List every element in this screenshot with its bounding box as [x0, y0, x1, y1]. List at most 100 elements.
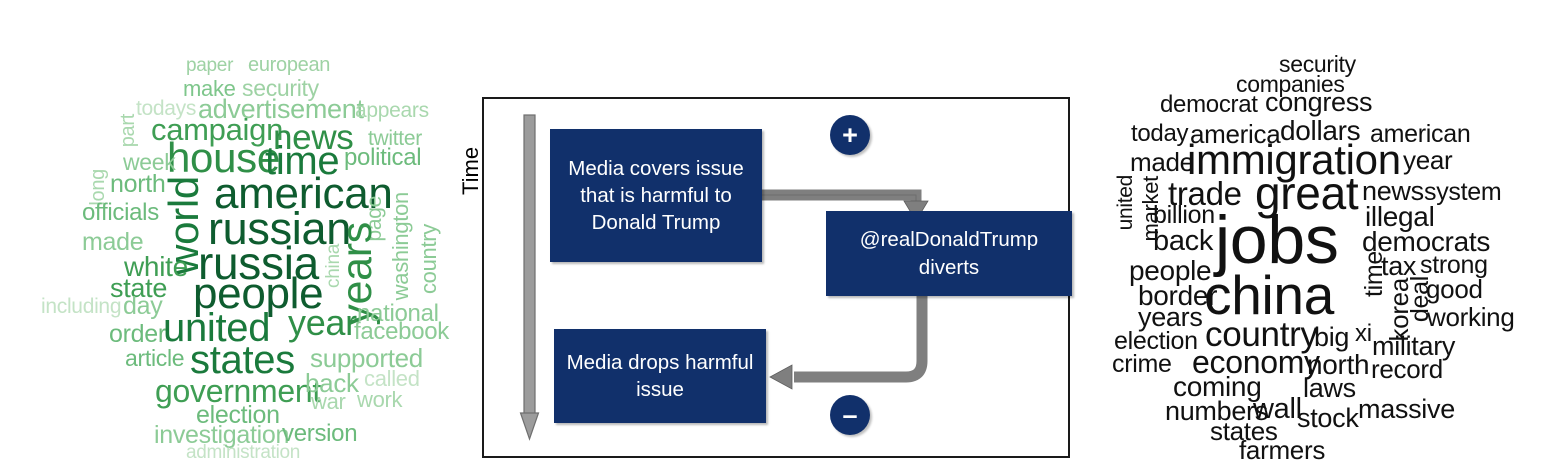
- cloud-word: system: [1424, 178, 1502, 206]
- cloud-word: farmers: [1239, 435, 1326, 465]
- cloud-word: tax: [1381, 251, 1417, 281]
- cloud-word: china: [323, 244, 344, 288]
- cloud-word: russian: [208, 203, 351, 254]
- cloud-word: house: [167, 134, 280, 181]
- cloud-word: years: [1138, 302, 1203, 332]
- cloud-word: congress: [1265, 87, 1373, 117]
- feedback-loop-diagram: Time Media covers issue that is harmful …: [458, 97, 1072, 458]
- cloud-word: numbers: [1165, 396, 1268, 426]
- cloud-word: supported: [310, 343, 423, 373]
- cloud-word: strong: [1420, 251, 1488, 279]
- cloud-word: companies: [1236, 71, 1345, 97]
- cloud-word: today: [1131, 120, 1189, 147]
- node-media-drops-issue[interactable]: Media drops harmful issue: [554, 329, 766, 423]
- cloud-word: trade: [1168, 175, 1242, 212]
- cloud-word: security: [242, 75, 319, 101]
- cloud-word: american: [1370, 120, 1471, 148]
- cloud-word: made: [82, 228, 144, 256]
- cloud-word: called: [364, 366, 420, 391]
- cloud-word: european: [248, 54, 331, 76]
- cloud-word: national: [357, 300, 439, 327]
- cloud-word: election: [1114, 327, 1198, 355]
- cloud-word: news: [273, 118, 354, 157]
- cloud-word: political: [344, 144, 422, 171]
- cloud-word: order: [109, 320, 166, 348]
- cloud-word: day: [123, 292, 163, 320]
- cloud-word: russia: [198, 237, 319, 289]
- connector-positive-arrow: [762, 189, 929, 390]
- cloud-word: year: [288, 302, 357, 343]
- cloud-word: state: [110, 273, 168, 303]
- cloud-word: facebook: [354, 318, 450, 345]
- cloud-word: war: [311, 389, 346, 414]
- cloud-word: democrat: [1160, 91, 1258, 118]
- cloud-word: year: [1403, 145, 1453, 175]
- time-arrow-svg: [519, 114, 540, 441]
- cloud-word: china: [1204, 264, 1334, 326]
- time-axis-arrow: [519, 114, 540, 441]
- cloud-word: working: [1427, 302, 1515, 332]
- cloud-word: america: [1190, 119, 1281, 149]
- cloud-word: campaign: [151, 112, 284, 147]
- cloud-word: united: [163, 306, 271, 350]
- cloud-word: immigration: [1187, 136, 1401, 183]
- cloud-word: economy: [1192, 344, 1320, 380]
- cloud-word: country: [416, 224, 441, 295]
- cloud-word: illegal: [1365, 201, 1435, 232]
- cloud-word: including: [41, 295, 122, 318]
- cloud-word: american: [214, 169, 393, 218]
- cloud-word: dollars: [1280, 115, 1361, 146]
- cloud-word: people: [193, 269, 324, 318]
- cloud-word: north: [110, 170, 166, 198]
- cloud-word: back: [1153, 225, 1214, 257]
- cloud-word: twitter: [368, 127, 422, 150]
- cloud-word: big: [1314, 322, 1350, 352]
- cloud-word: crime: [1112, 350, 1172, 378]
- time-axis-label: Time: [458, 146, 483, 195]
- cloud-word: great: [1255, 167, 1359, 219]
- cloud-word: administration: [186, 442, 301, 463]
- cloud-word: election: [196, 401, 280, 429]
- cloud-word: coming: [1173, 371, 1262, 402]
- cloud-word: article: [125, 345, 185, 371]
- cloud-word: democrats: [1362, 226, 1491, 257]
- cloud-word: states: [190, 338, 295, 382]
- node-trump-diverts[interactable]: @realDonaldTrump diverts: [826, 211, 1072, 296]
- cloud-word: version: [282, 420, 358, 447]
- cloud-word: week: [123, 149, 176, 175]
- cloud-word: laws: [1303, 373, 1356, 403]
- cloud-word: time: [265, 139, 340, 183]
- cloud-word: work: [357, 387, 403, 412]
- cloud-word: appears: [355, 99, 429, 122]
- cloud-word: country: [1205, 315, 1318, 354]
- cloud-word: advertisement: [198, 94, 364, 124]
- cloud-word: billion: [1153, 201, 1215, 229]
- cloud-word: xi: [1355, 320, 1372, 347]
- cloud-word: news: [1362, 176, 1424, 206]
- cloud-word: officials: [82, 199, 159, 226]
- cloud-word: paper: [186, 55, 234, 76]
- cloud-word: military: [1372, 331, 1456, 361]
- polarity-plus-badge: +: [830, 115, 870, 155]
- cloud-word: investigation: [154, 421, 290, 449]
- cloud-word: stock: [1297, 403, 1359, 433]
- cloud-word: record: [1371, 354, 1443, 384]
- cloud-word: white: [124, 251, 188, 282]
- cloud-word: back: [305, 368, 359, 398]
- cloud-word: government: [155, 373, 321, 409]
- cloud-word: jobs: [1215, 202, 1339, 278]
- cloud-word: part: [117, 114, 139, 148]
- node-media-covers-issue[interactable]: Media covers issue that is harmful to Do…: [550, 129, 762, 262]
- cloud-word: north: [1307, 349, 1370, 380]
- cloud-word: washington: [388, 192, 413, 301]
- cloud-word: united: [1114, 175, 1137, 231]
- cloud-word: security: [1279, 51, 1356, 77]
- cloud-word: good: [1426, 274, 1483, 304]
- cloud-word: people: [1129, 255, 1212, 286]
- cloud-word: border: [1138, 280, 1218, 311]
- cloud-word: made: [1130, 147, 1194, 177]
- cloud-word: massive: [1358, 394, 1455, 424]
